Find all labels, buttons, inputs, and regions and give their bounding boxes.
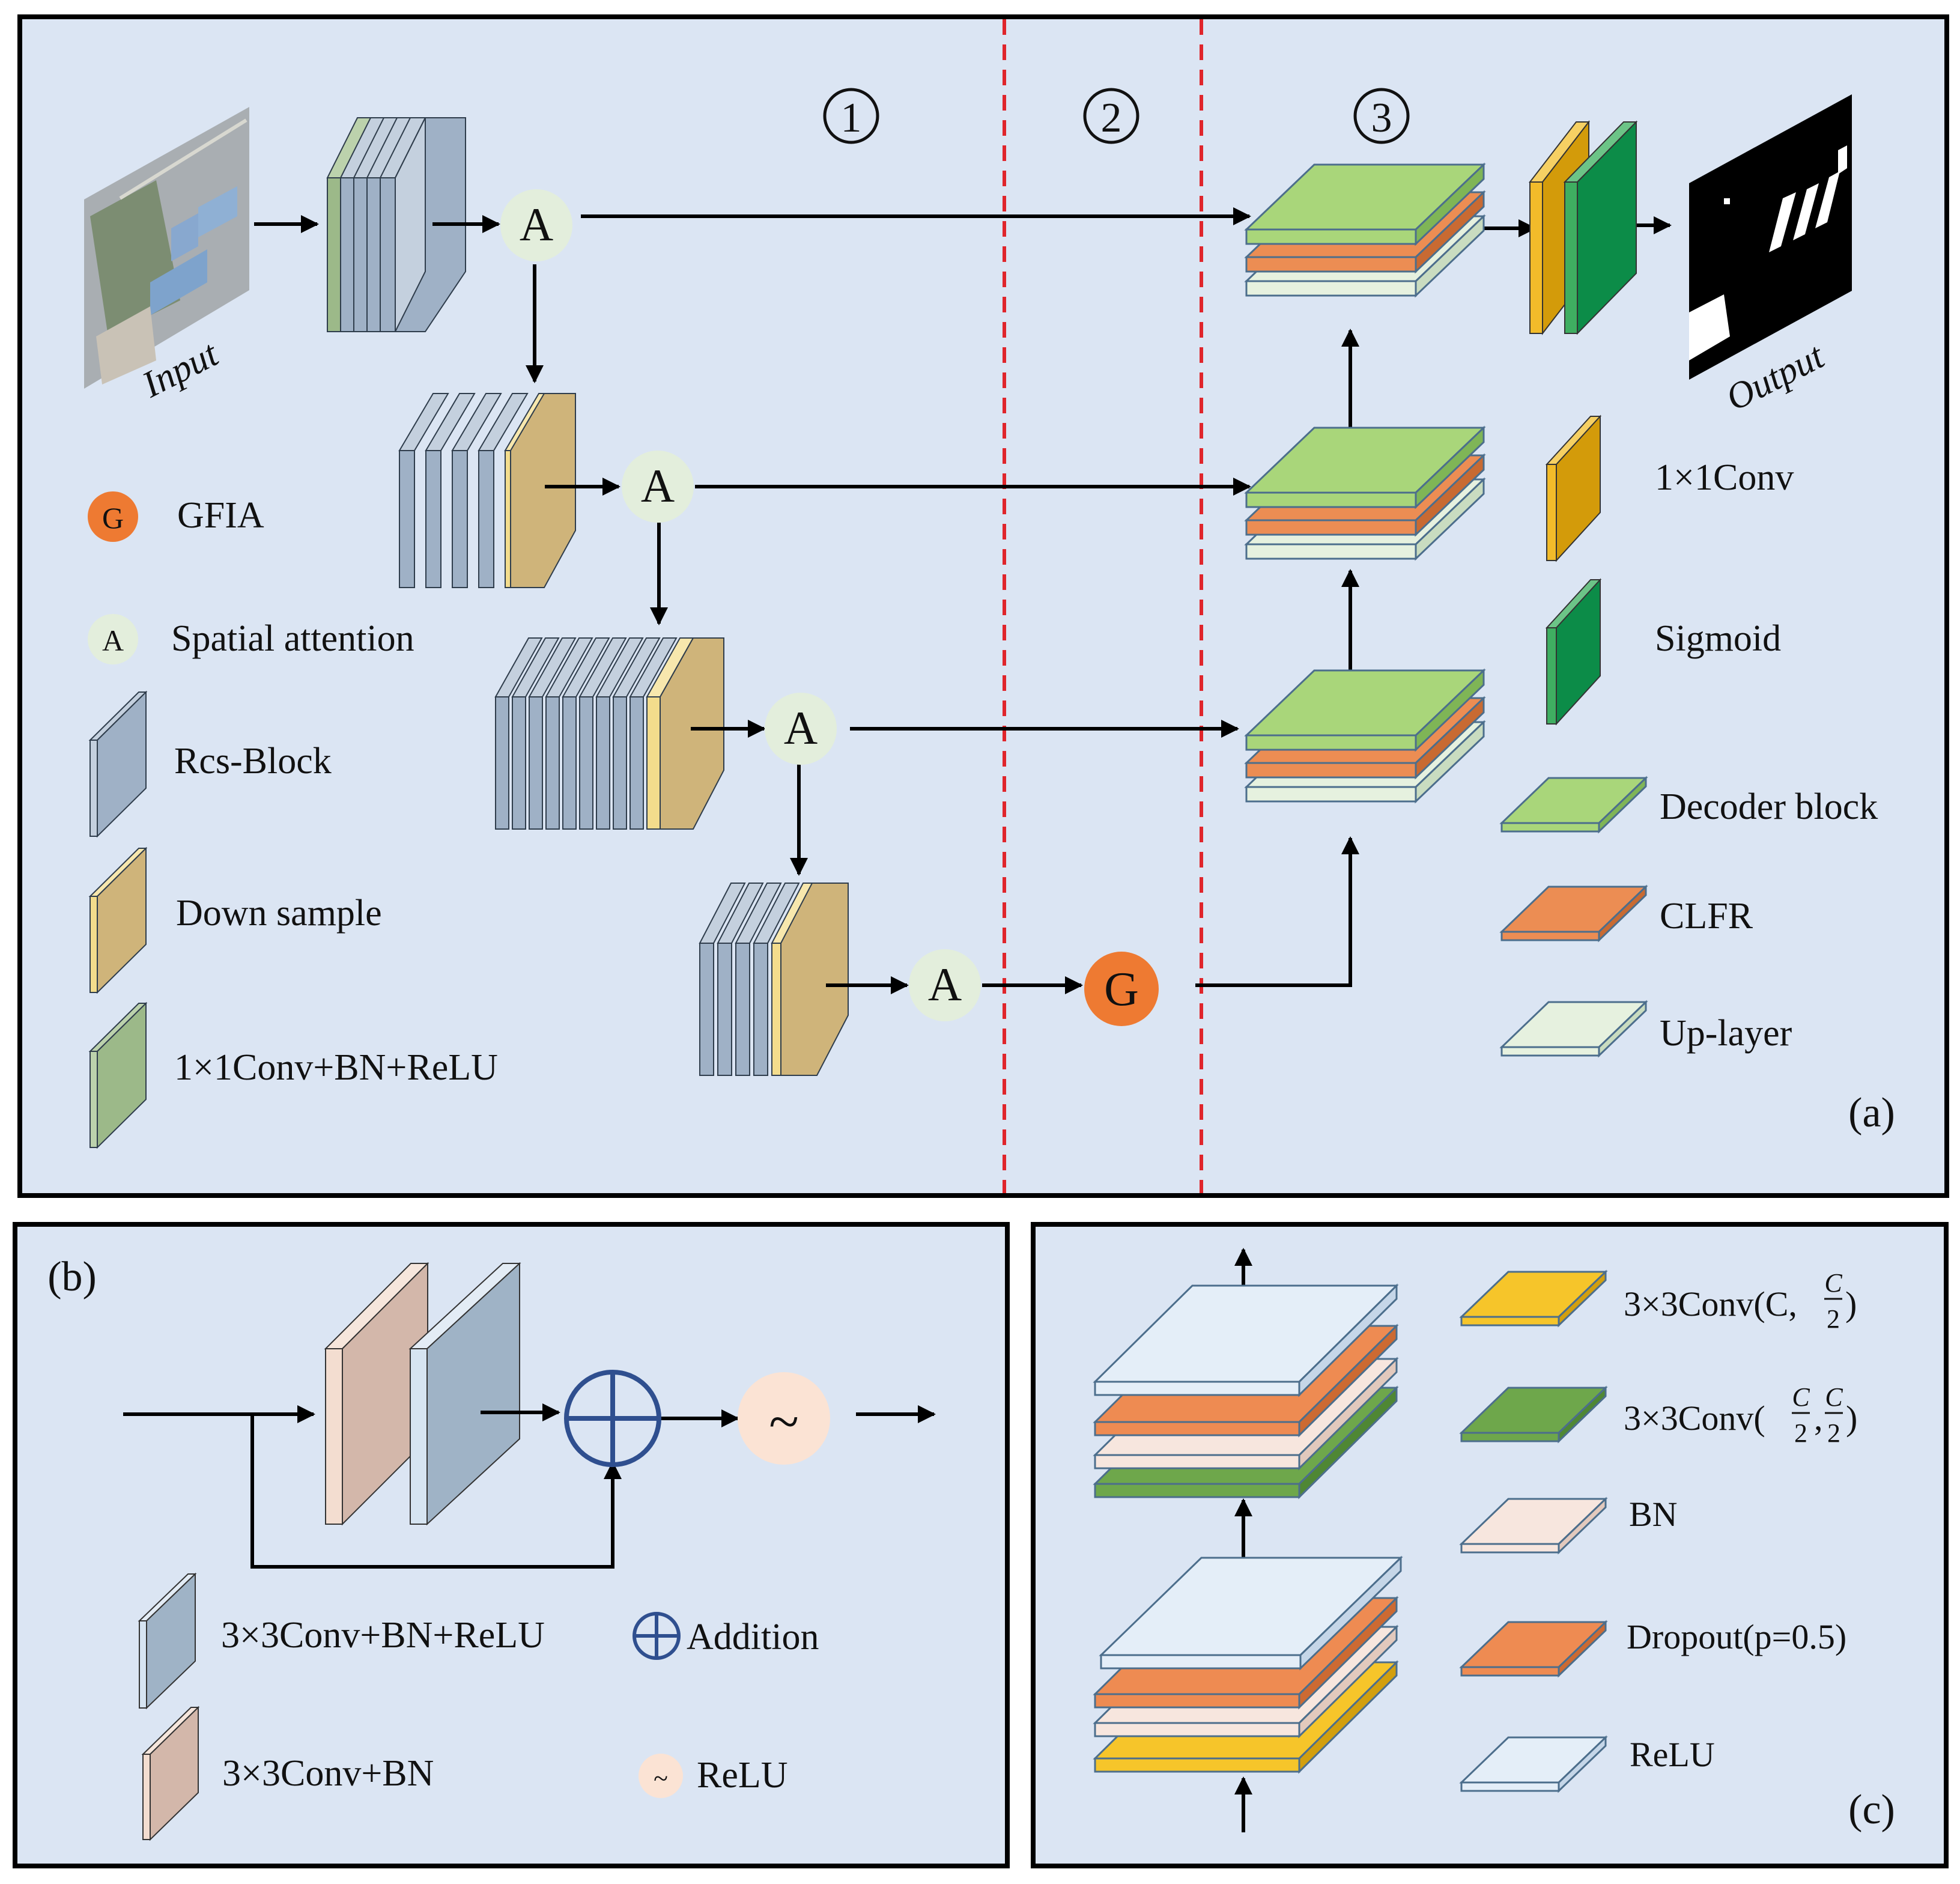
legend-attention: A (88, 614, 138, 664)
svg-text:2: 2 (1827, 1304, 1840, 1334)
svg-text:~: ~ (654, 1764, 668, 1793)
svg-text:A: A (102, 624, 124, 657)
legend-up-layer-label: Up-layer (1660, 1013, 1792, 1054)
legend-c-bn-label: BN (1629, 1495, 1678, 1534)
legend-clfr-swatch (1499, 884, 1648, 943)
legend-gfia-label: GFIA (177, 495, 264, 536)
legend-rcs-block-label: Rcs-Block (174, 741, 332, 782)
conv-stack-lower (1093, 1555, 1403, 1774)
stage-marker-2: 2 (1083, 88, 1139, 144)
conv-stack-upper (1093, 1283, 1399, 1500)
svg-text:C: C (1825, 1382, 1843, 1412)
legend-c-conv-half-half-label: 3×3Conv( C 2 , C 2 ) (1624, 1382, 1857, 1448)
output-head (1528, 120, 1638, 335)
panel-c-label: (c) (1848, 1787, 1895, 1833)
legend-sigmoid-label: Sigmoid (1655, 618, 1781, 659)
panel-a-frame (17, 14, 1949, 1198)
legend-addition-icon (633, 1612, 681, 1660)
stage-marker-3: 3 (1353, 88, 1410, 144)
legend-c-conv-c-half-label: 3×3Conv(C, C 2 ) (1624, 1268, 1857, 1334)
legend-clfr-label: CLFR (1660, 896, 1753, 937)
svg-text:G: G (102, 501, 124, 535)
svg-text:A: A (641, 460, 675, 512)
decoder-stack (1244, 668, 1486, 804)
legend-gfia: G (88, 491, 138, 542)
attention-node: A (765, 693, 837, 765)
legend-b-conv-bn-relu-label: 3×3Conv+BN+ReLU (221, 1615, 545, 1656)
output-image (1689, 94, 1852, 380)
legend-attention-label: Spatial attention (171, 618, 414, 659)
legend-c-relu-swatch (1459, 1735, 1608, 1793)
svg-text:C: C (1824, 1268, 1842, 1298)
encoder-stage-1 (326, 117, 466, 332)
legend-conv1x1-label: 1×1Conv (1655, 457, 1794, 498)
svg-text:A: A (520, 198, 553, 251)
decoder-stack (1244, 425, 1486, 561)
svg-text:G: G (1104, 963, 1139, 1016)
svg-text:2: 2 (1794, 1418, 1807, 1448)
legend-relu-icon: ~ (639, 1754, 683, 1798)
attention-node: A (500, 189, 572, 261)
svg-text:A: A (928, 958, 962, 1010)
relu-node: ~ (738, 1372, 830, 1465)
addition-icon (564, 1370, 661, 1467)
residual-flow-arrows (123, 1403, 936, 1569)
legend-b-conv-bn-label: 3×3Conv+BN (222, 1753, 434, 1794)
encoder-stage-3 (494, 637, 724, 830)
svg-text:C: C (1792, 1382, 1810, 1412)
legend-c-conv-c-half-swatch (1459, 1269, 1608, 1328)
residual-conv-bn-block (324, 1262, 429, 1526)
legend-rcs-block-swatch (88, 690, 148, 838)
svg-text:,: , (1814, 1399, 1823, 1438)
svg-text:): ) (1846, 1399, 1857, 1438)
decoder-stack (1244, 162, 1486, 298)
legend-c-dropout-label: Dropout(p=0.5) (1627, 1617, 1846, 1656)
legend-decoder-block-label: Decoder block (1660, 786, 1878, 827)
legend-sigmoid-swatch (1545, 578, 1602, 726)
flow-arrows (254, 207, 1672, 994)
encoder-stage-2 (398, 393, 576, 588)
encoder-stage-4 (699, 883, 849, 1076)
attention-node: A (909, 949, 981, 1021)
legend-up-layer-swatch (1499, 1000, 1648, 1058)
svg-text:3: 3 (1371, 95, 1392, 141)
legend-addition-label: Addition (687, 1617, 819, 1658)
legend-c-dropout-swatch (1459, 1620, 1608, 1678)
legend-b-relu-label: ReLU (697, 1755, 788, 1796)
attention-node: A (622, 451, 694, 523)
svg-text:2: 2 (1101, 95, 1122, 141)
svg-text:A: A (784, 702, 818, 754)
gfia-node: G (1084, 952, 1159, 1026)
svg-text:2: 2 (1827, 1418, 1840, 1448)
svg-text:): ) (1845, 1284, 1857, 1323)
svg-text:3×3Conv(C,: 3×3Conv(C, (1624, 1284, 1797, 1323)
svg-text:3×3Conv(: 3×3Conv( (1624, 1399, 1765, 1438)
legend-decoder-block-swatch (1499, 776, 1648, 834)
svg-text:1: 1 (841, 95, 862, 141)
legend-c-bn-swatch (1459, 1497, 1608, 1555)
legend-conv1x1-swatch (1545, 415, 1602, 562)
input-image (84, 107, 249, 389)
svg-text:~: ~ (769, 1391, 799, 1452)
legend-conv-bn-relu-swatch (88, 1001, 148, 1149)
stage-marker-1: 1 (823, 88, 879, 144)
legend-down-sample-label: Down sample (176, 893, 382, 934)
panel-a-label: (a) (1848, 1090, 1895, 1136)
legend-c-conv-half-half-swatch (1459, 1385, 1608, 1444)
legend-b-conv-bn-swatch (141, 1706, 200, 1841)
legend-conv-bn-relu-label: 1×1Conv+BN+ReLU (174, 1047, 498, 1088)
residual-conv-bn-relu-block (408, 1262, 521, 1526)
legend-down-sample-swatch (88, 846, 148, 994)
legend-c-relu-label: ReLU (1630, 1735, 1715, 1774)
panel-b-label: (b) (47, 1254, 97, 1300)
legend-b-conv-bn-relu-swatch (138, 1572, 197, 1710)
